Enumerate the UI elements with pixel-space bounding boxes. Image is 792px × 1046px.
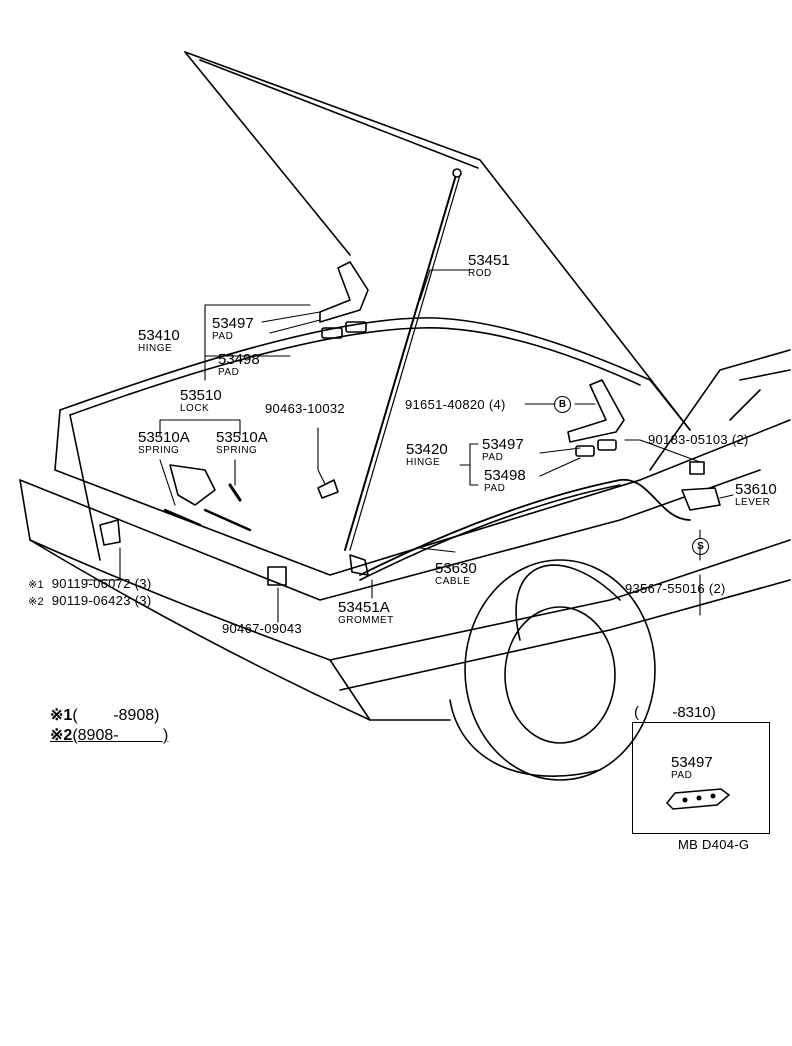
clip-90467-shape xyxy=(267,566,287,586)
inset-pad-shape xyxy=(665,788,731,810)
bumper xyxy=(19,479,451,721)
wheel-outer xyxy=(464,559,656,781)
hood-panel xyxy=(184,51,691,431)
hinge-right-shape xyxy=(567,379,625,443)
marker-b-icon: B xyxy=(554,396,571,413)
label-bolt-star1: ※1 90119-06072 (3) xyxy=(28,576,152,591)
bolt-left-shape xyxy=(99,519,121,546)
lever-shape xyxy=(681,487,721,511)
note-star1: ※1( -8908) xyxy=(50,707,160,724)
note-star2: ※2(8908- ) xyxy=(50,727,169,744)
bolt-90463-shape xyxy=(317,479,339,499)
label-clip-90183: 90183-05103 (2) xyxy=(648,432,749,447)
lock-shape xyxy=(169,464,216,506)
fender xyxy=(639,349,791,481)
label-bolt-star2: ※2 90119-06423 (3) xyxy=(28,593,152,608)
marker-s-icon: S xyxy=(692,538,709,555)
diagram-code: MB D404-G xyxy=(678,837,750,852)
release-cable xyxy=(359,479,691,576)
label-bolt-91651: 91651-40820 (4) xyxy=(405,397,506,412)
bay-left-wall xyxy=(54,409,101,561)
label-screw-93567: 93567-55016 (2) xyxy=(625,581,726,596)
label-clip-90467: 90467-09043 xyxy=(222,621,302,636)
rod-tip xyxy=(452,168,462,178)
wheel-inner xyxy=(504,606,616,744)
hinge-left-shape xyxy=(319,261,369,323)
hood-edge-inner xyxy=(199,59,479,169)
hood-edge-left xyxy=(184,51,351,256)
inset-range: ( -8310) xyxy=(634,704,716,721)
bay-opening xyxy=(59,317,691,431)
support-rod xyxy=(344,174,457,551)
label-bolt-90463: 90463-10032 xyxy=(265,401,345,416)
